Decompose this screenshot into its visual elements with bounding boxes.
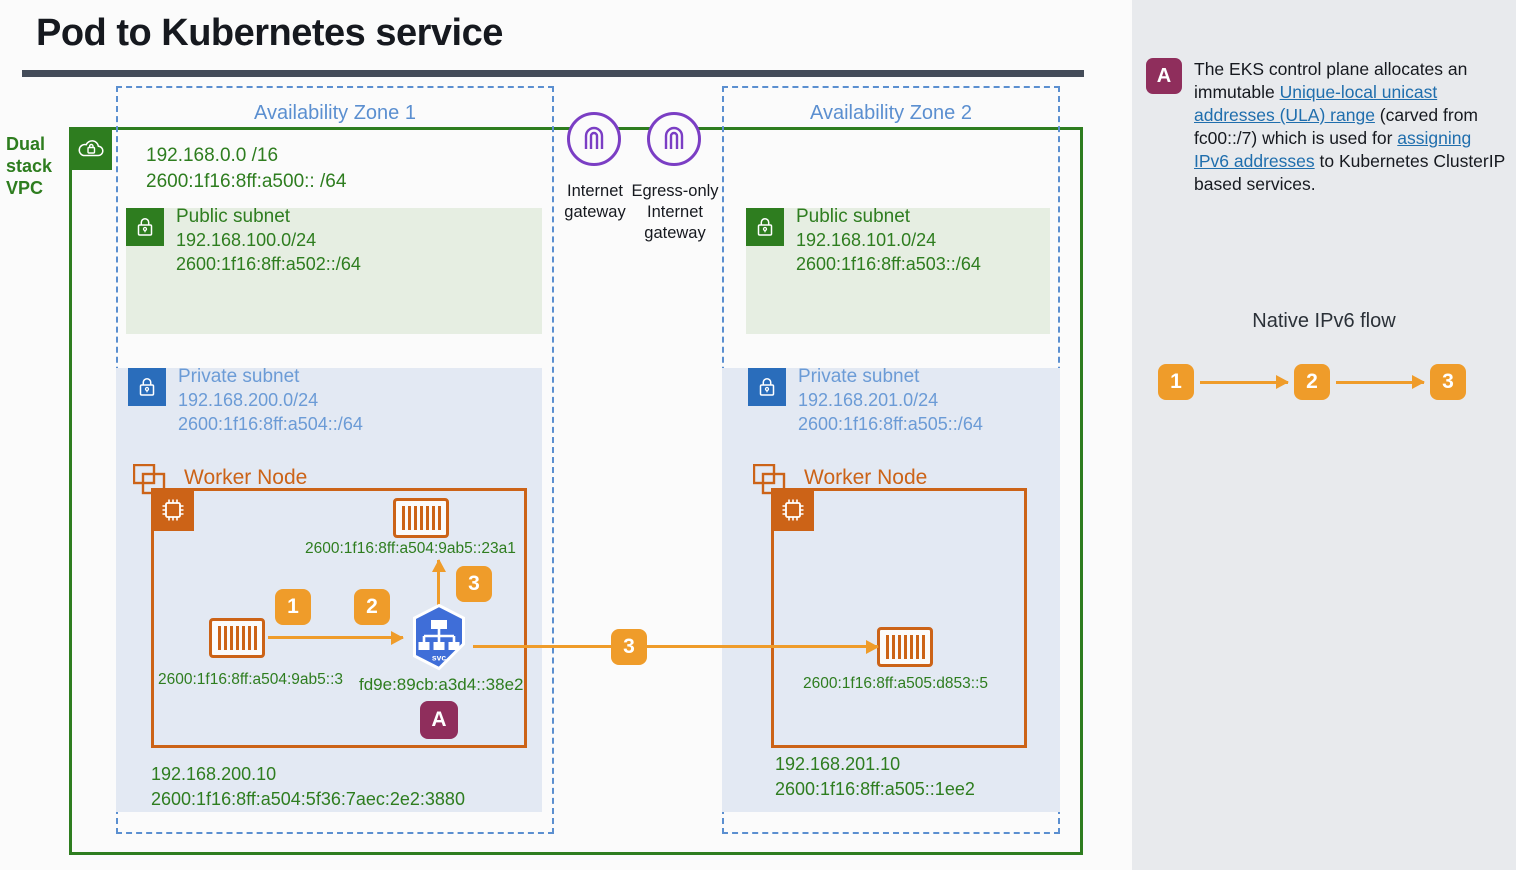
service-address: fd9e:89cb:a3d4::38e2 (359, 675, 524, 694)
flow-step-badge-2: 2 (354, 589, 390, 625)
flow-step-badge-1: 1 (275, 589, 311, 625)
internet-gateway-icon (567, 112, 621, 166)
legend-arrow-2 (1336, 375, 1425, 389)
legend-step-2: 2 (1294, 364, 1330, 400)
flow-step-badge-3-cross-az: 3 (611, 629, 647, 665)
info-panel (1132, 0, 1516, 870)
legend-flow: 1 2 3 (1158, 364, 1466, 400)
legend-title: Native IPv6 flow (1252, 310, 1396, 332)
svg-text:svc: svc (432, 653, 446, 663)
public-subnet-2-ipv6: 2600:1f16:8ff:a503::/64 (796, 253, 981, 274)
public-subnet-2-name: Public subnet (796, 206, 911, 227)
annotation-marker-a: A (1146, 58, 1182, 94)
lock-icon (748, 368, 786, 406)
vpc-label-line-2: stack (6, 155, 53, 176)
legend-step-3: 3 (1430, 364, 1466, 400)
public-subnet-2-area (746, 208, 1050, 334)
private-subnet-2-text: Private subnet 192.168.201.0/24 2600:1f1… (798, 364, 983, 437)
egress-gateway-label-line-3: gateway (644, 224, 706, 243)
vpc-label-line-3: VPC (6, 177, 44, 198)
egress-only-internet-gateway-icon (647, 112, 701, 166)
private-subnet-1-ipv6: 2600:1f16:8ff:a504::/64 (178, 413, 363, 434)
vpc-cidr-ipv4: 192.168.0.0 /16 (146, 145, 279, 166)
annotation-text: The EKS control plane allocates an immut… (1194, 58, 1506, 197)
flow-arrow-1 (268, 630, 404, 645)
legend-step-1: 1 (1158, 364, 1194, 400)
worker-node-1-addresses: 192.168.200.10 2600:1f16:8ff:a504:5f36:7… (151, 762, 465, 812)
pod-address-target: 2600:1f16:8ff:a505:d853::5 (803, 675, 989, 692)
lock-icon (746, 208, 784, 246)
annotation-note: A The EKS control plane allocates an imm… (1146, 58, 1506, 197)
worker-node-2-label: Worker Node (804, 466, 928, 489)
k8s-svc-icon: svc (405, 603, 473, 671)
annotation-link-assigning-ipv6[interactable]: assigning IPv6 addresses (1194, 128, 1472, 172)
public-subnet-1-area (126, 208, 542, 334)
private-subnet-1-name: Private subnet (178, 366, 300, 387)
private-subnet-2-ipv4: 192.168.201.0/24 (798, 390, 939, 411)
worker-node-1-ipv6: 2600:1f16:8ff:a504:5f36:7aec:2e2:3880 (151, 788, 465, 809)
pod-address-source: 2600:1f16:8ff:a504:9ab5::3 (158, 671, 344, 688)
pod-address-backend: 2600:1f16:8ff:a504:9ab5::23a1 (305, 540, 516, 557)
title-divider (22, 70, 1084, 77)
egress-gateway-label-line-2: Internet (647, 203, 703, 222)
private-subnet-2-ipv6: 2600:1f16:8ff:a505::/64 (798, 413, 983, 434)
worker-node-1-ipv4: 192.168.200.10 (151, 764, 277, 784)
pod-icon-source (209, 618, 265, 658)
public-subnet-1-text: Public subnet 192.168.100.0/24 2600:1f16… (176, 204, 361, 277)
worker-node-1-boundary (151, 488, 527, 748)
internet-gateway-label-line-1: Internet (567, 182, 623, 200)
public-subnet-2-ipv4: 192.168.101.0/24 (796, 230, 937, 251)
annotation-seg-0: The EKS control plane allocates an immut… (1194, 59, 1468, 103)
availability-zone-2-title: Availability Zone 2 (810, 102, 972, 124)
annotation-seg-2: (carved from fc00::/7) which is used for (1194, 105, 1478, 149)
vpc-label-line-1: Dual (6, 134, 46, 154)
public-subnet-1-name: Public subnet (176, 206, 291, 227)
private-subnet-1-text: Private subnet 192.168.200.0/24 2600:1f1… (178, 364, 363, 437)
annotation-seg-4: to Kubernetes ClusterIP based services. (1194, 151, 1505, 195)
private-subnet-1-ipv4: 192.168.200.0/24 (178, 390, 319, 411)
private-subnet-2-name: Private subnet (798, 366, 920, 387)
worker-node-2-ipv4: 192.168.201.10 (775, 754, 901, 774)
page-title: Pod to Kubernetes service (36, 12, 503, 54)
vpc-cidr-block: 192.168.0.0 /16 2600:1f16:8ff:a500:: /64 (146, 143, 346, 195)
public-subnet-2-text: Public subnet 192.168.101.0/24 2600:1f16… (796, 204, 981, 277)
lock-icon (128, 368, 166, 406)
annotation-marker-a-diagram: A (420, 701, 458, 739)
chip-icon (772, 489, 814, 531)
internet-gateway-label: Internet gateway (556, 181, 634, 223)
worker-node-2-addresses: 192.168.201.10 2600:1f16:8ff:a505::1ee2 (775, 752, 975, 802)
public-subnet-1-ipv4: 192.168.100.0/24 (176, 230, 317, 251)
pod-icon-backend (393, 498, 449, 538)
vpc-cidr-ipv6: 2600:1f16:8ff:a500:: /64 (146, 171, 347, 193)
egress-gateway-label-line-1: Egress-only (631, 182, 719, 200)
annotation-link-ula[interactable]: Unique-local unicast addresses (ULA) ran… (1194, 82, 1438, 126)
private-subnet-2-area (722, 368, 1060, 812)
flow-arrow-2 (431, 559, 446, 606)
worker-node-2-ipv6: 2600:1f16:8ff:a505::1ee2 (775, 778, 975, 799)
internet-gateway-label-line-2: gateway (564, 203, 626, 222)
public-subnet-1-ipv6: 2600:1f16:8ff:a502::/64 (176, 253, 361, 274)
worker-node-1-label: Worker Node (184, 466, 308, 489)
legend-arrow-1 (1200, 375, 1289, 389)
chip-icon (152, 489, 194, 531)
flow-step-badge-3: 3 (456, 566, 492, 602)
pod-icon-target (877, 627, 933, 667)
worker-node-2-boundary (771, 488, 1027, 748)
egress-only-internet-gateway-label: Egress-only Internet gateway (630, 181, 720, 244)
lock-icon (126, 208, 164, 246)
vpc-cloud-lock-icon (70, 128, 112, 170)
flow-arrow-3 (473, 639, 879, 654)
vpc-label: Dual stack VPC (6, 134, 66, 200)
availability-zone-1-title: Availability Zone 1 (254, 102, 416, 124)
